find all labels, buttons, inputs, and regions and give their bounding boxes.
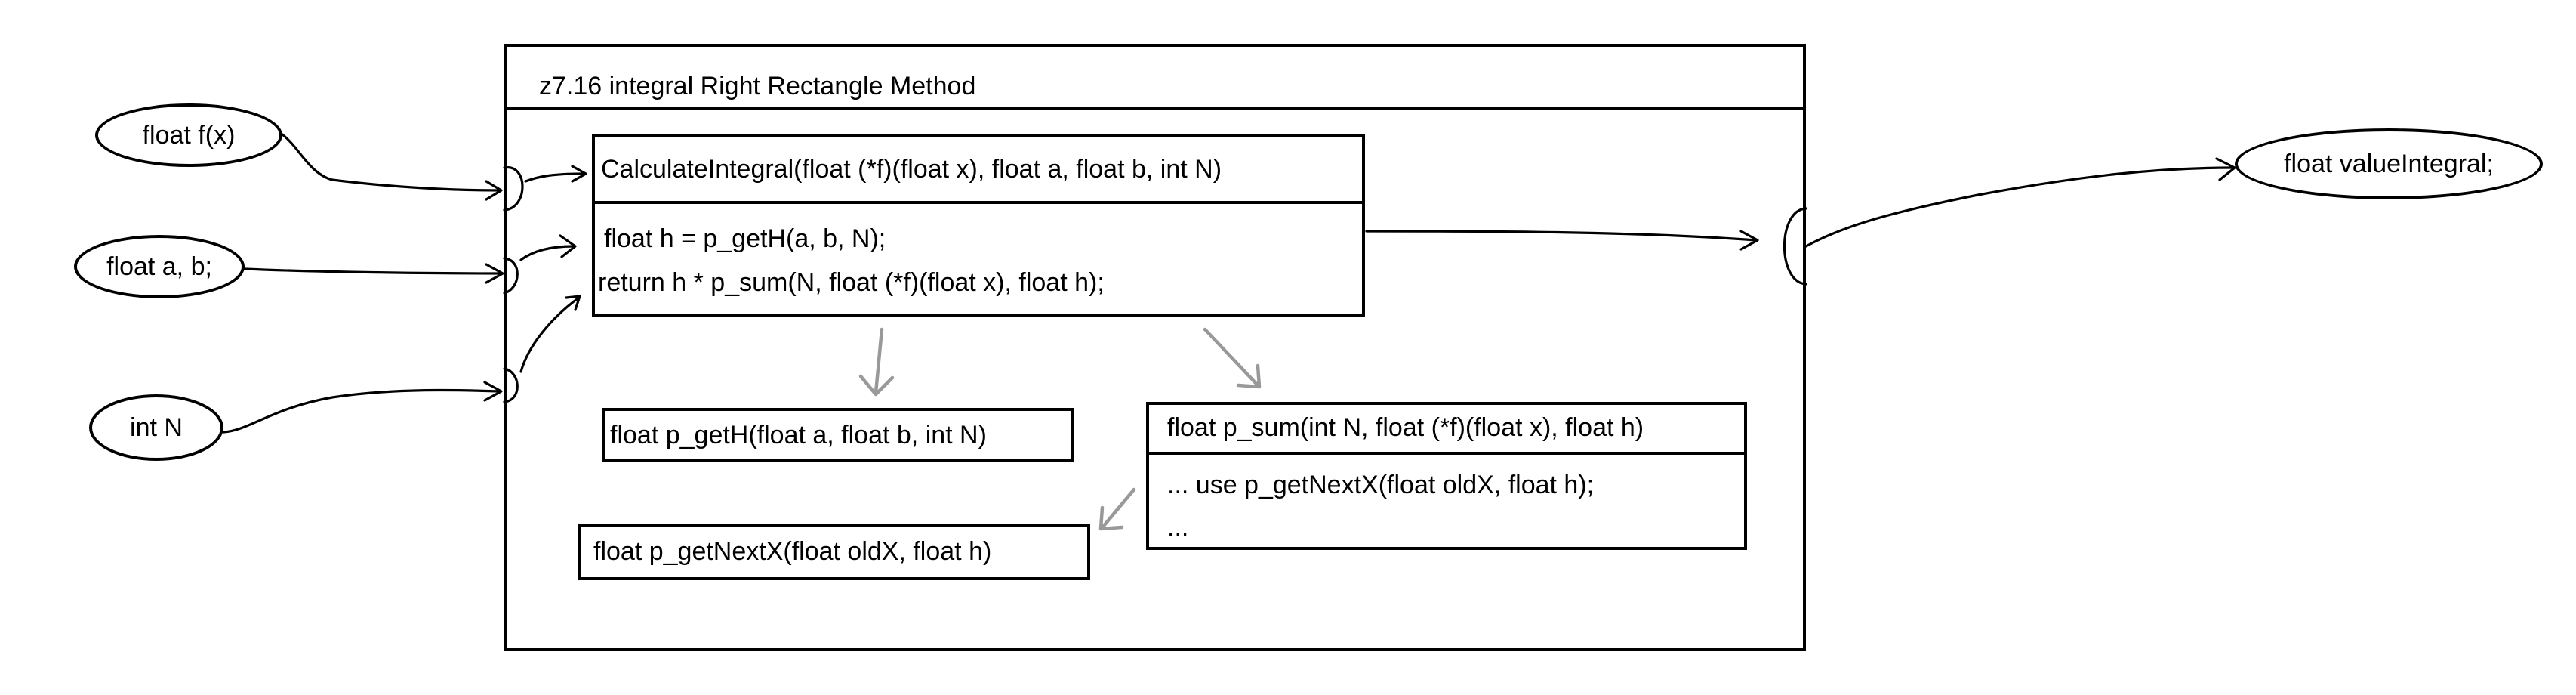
internal-wire-n: [519, 298, 578, 373]
input-f-ellipse: float f(x): [95, 103, 282, 167]
call-arrow-sum: [1203, 327, 1260, 388]
get-h-signature: float p_getH(float a, float b, int N): [610, 421, 987, 449]
wire-n-input: [222, 388, 501, 434]
sum-function-signature: float p_sum(int N, float (*f)(float x), …: [1167, 413, 1644, 442]
port-bracket-ab: [503, 257, 519, 295]
input-ab-label: float a, b;: [106, 252, 212, 281]
port-bracket-n: [503, 367, 519, 403]
main-function-divider: [592, 201, 1365, 204]
get-h-box: [602, 408, 1074, 462]
call-arrow-next-x-head: [1098, 505, 1124, 531]
input-f-label: float f(x): [142, 120, 236, 150]
internal-arrowhead-n: [565, 295, 581, 311]
internal-arrowhead-f: [571, 165, 587, 183]
call-arrow-next-x: [1102, 487, 1136, 528]
wire-output-arrowhead: [2215, 157, 2236, 181]
internal-arrowhead-ab: [559, 234, 577, 258]
input-n-label: int N: [130, 412, 183, 442]
wire-ab-input: [243, 267, 503, 275]
wire-ab-arrowhead: [485, 263, 504, 284]
internal-wire-ab: [519, 245, 575, 261]
main-function-signature: CalculateIntegral(float (*f)(float x), f…: [601, 155, 1222, 184]
output-label: float valueIntegral;: [2284, 149, 2494, 178]
wire-output: [1804, 166, 2235, 248]
call-arrow-get-h-head: [858, 374, 895, 397]
input-n-ellipse: int N: [89, 394, 223, 461]
module-frame: [504, 44, 1806, 651]
port-bracket-f: [503, 166, 524, 212]
input-ab-ellipse: float a, b;: [74, 235, 245, 298]
wire-n-arrowhead: [483, 381, 503, 402]
get-next-x-signature: float p_getNextX(float oldX, float h): [593, 537, 992, 566]
main-function-box: [592, 134, 1365, 317]
sum-function-body-line-1: ... use p_getNextX(float oldX, float h);: [1167, 471, 1595, 499]
sum-function-box: [1146, 402, 1747, 550]
sum-function-divider: [1146, 452, 1747, 455]
wire-f-arrowhead: [485, 180, 503, 201]
wire-main-output-arrowhead: [1739, 230, 1759, 251]
module-title-divider: [504, 107, 1806, 110]
main-function-body-line-2: return h * p_sum(N, float (*f)(float x),…: [598, 268, 1105, 297]
call-arrow-sum-head: [1236, 363, 1262, 389]
wire-main-output: [1365, 230, 1758, 242]
output-ellipse: float valueIntegral;: [2235, 128, 2543, 199]
internal-wire-f: [524, 172, 584, 183]
wire-f-input: [281, 133, 501, 192]
main-function-body-line-1: float h = p_getH(a, b, N);: [604, 224, 886, 253]
module-title: z7.16 integral Right Rectangle Method: [539, 72, 976, 100]
get-next-x-box: [578, 524, 1090, 580]
sum-function-body-line-2: ...: [1167, 513, 1189, 542]
call-arrow-get-h: [874, 327, 884, 395]
port-bracket-output: [1783, 207, 1807, 286]
